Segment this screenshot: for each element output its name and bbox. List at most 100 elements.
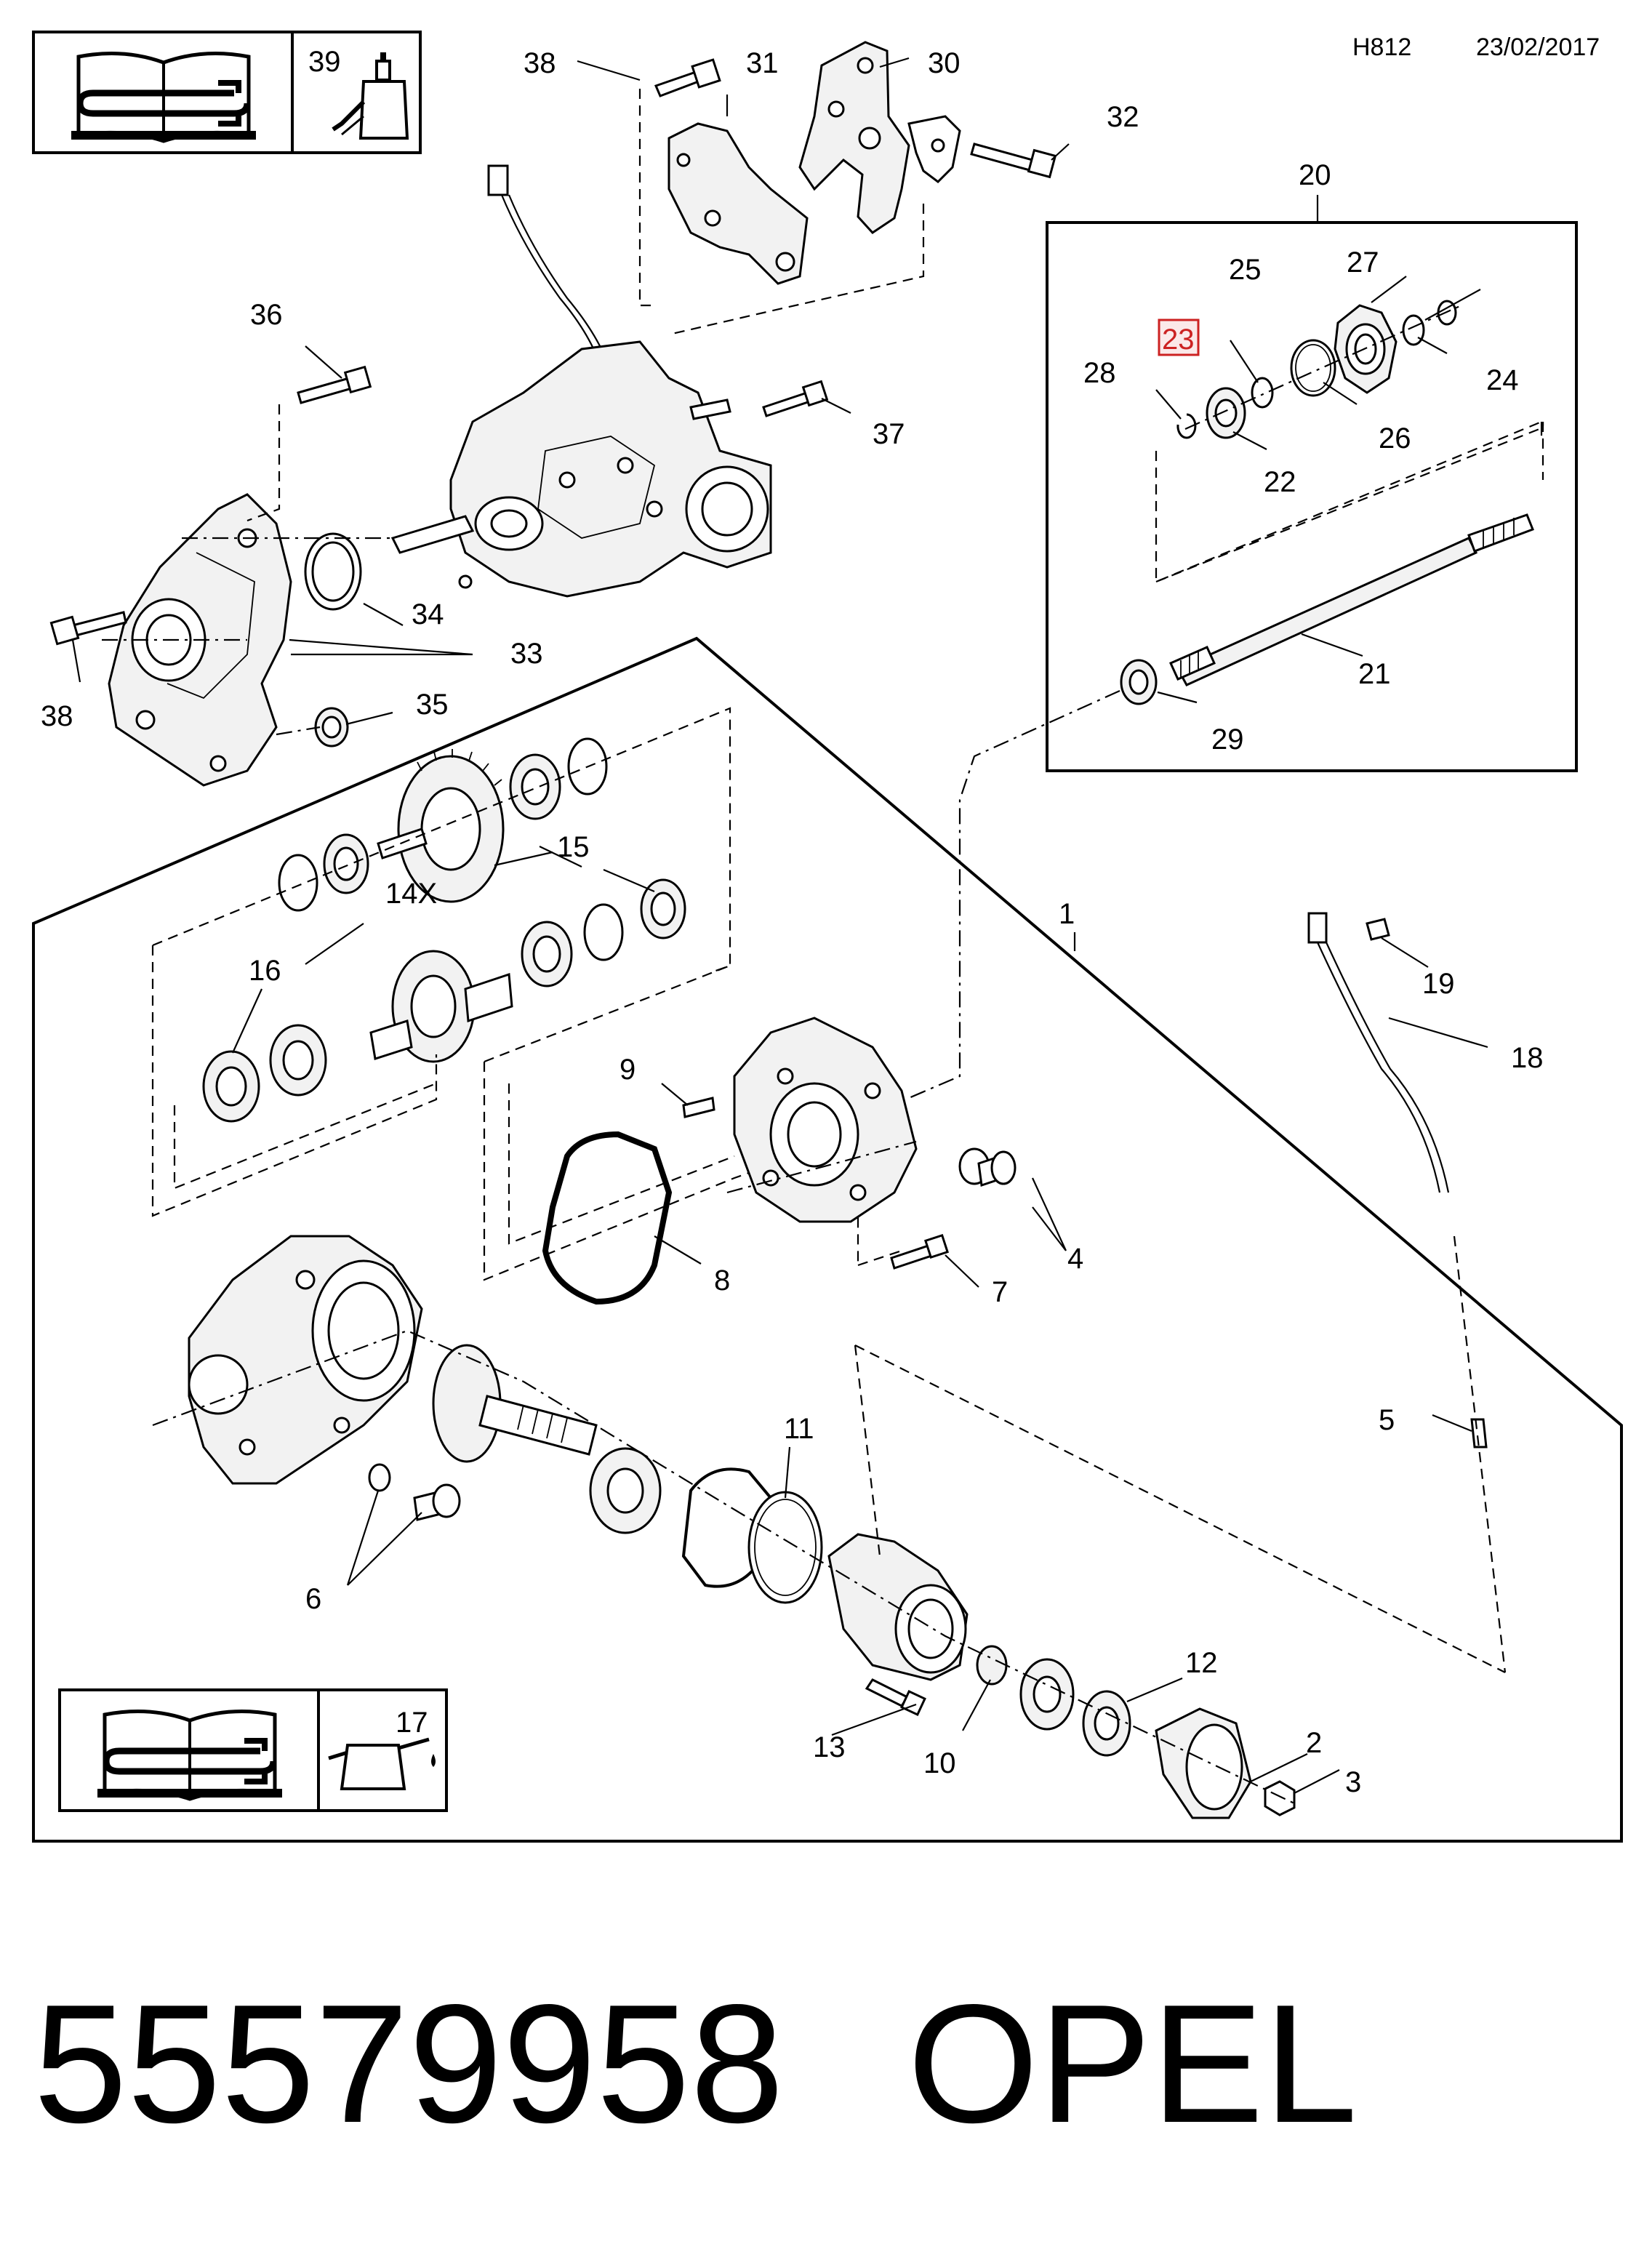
shaft-21: [1169, 513, 1534, 686]
callout-37: 37: [873, 418, 905, 450]
callout-7: 7: [992, 1276, 1008, 1308]
top-icon-box: 39: [32, 31, 422, 154]
shim-ring-upper-left: [278, 854, 318, 912]
plug-4: [958, 1147, 1017, 1187]
seal-29: [1120, 659, 1158, 705]
bracket-31: [667, 122, 809, 285]
callout-3: 3: [1345, 1766, 1361, 1798]
seal-ring-34: [304, 532, 362, 611]
bolt-7: [890, 1233, 950, 1270]
seal-15: [640, 878, 686, 939]
bolt-38-top: [654, 58, 721, 97]
connector-19: [1366, 918, 1390, 941]
callout-24: 24: [1486, 364, 1519, 396]
callout-28: 28: [1083, 357, 1116, 389]
seal-12: [1082, 1690, 1131, 1757]
bolt-32: [970, 143, 1057, 179]
callout-38-left: 38: [41, 700, 73, 732]
callout-11: 11: [784, 1413, 814, 1445]
bolt-38-left: [49, 611, 127, 646]
callout-32: 32: [1107, 101, 1139, 133]
callout-19: 19: [1422, 968, 1455, 1000]
callout-35: 35: [416, 689, 449, 721]
bolt-36: [297, 365, 372, 404]
callout-27: 27: [1347, 247, 1379, 279]
bolt-13: [865, 1678, 926, 1716]
shim-ring-15: [583, 903, 624, 961]
callout-14x: 14X: [385, 878, 437, 910]
bearing-16-b: [202, 1050, 260, 1123]
snap-ring-23: [1251, 377, 1274, 409]
callout-10: 10: [923, 1747, 956, 1779]
highlight-box-23: [1158, 318, 1200, 356]
callout-30: 30: [928, 47, 961, 79]
gasket-8: [542, 1131, 673, 1305]
bearing-left-upper: [323, 833, 369, 894]
callout-5: 5: [1379, 1404, 1395, 1436]
callout-4: 4: [1067, 1243, 1083, 1275]
callout-6: 6: [305, 1583, 321, 1615]
seal-22: [1206, 387, 1246, 439]
assembly-20-frame: [1046, 221, 1578, 772]
transfer-case-housing: [449, 340, 772, 598]
callout-26: 26: [1379, 422, 1411, 454]
callout-25: 25: [1229, 254, 1262, 286]
vent-hose-18: [1307, 912, 1450, 1193]
bracket-30: [798, 41, 910, 234]
diagram-code: H812: [1352, 33, 1411, 61]
callout-33: 33: [510, 638, 543, 670]
output-flange-2: [1155, 1707, 1252, 1819]
nut-3: [1264, 1780, 1296, 1816]
lower-differential-housing: [188, 1235, 423, 1485]
callout-36: 36: [250, 299, 283, 331]
callout-8: 8: [714, 1265, 730, 1297]
callout-34: 34: [412, 598, 444, 630]
o-ring-26: [1290, 339, 1336, 397]
assembly-1-frame: [32, 636, 1623, 1843]
callout-20: 20: [1299, 159, 1331, 191]
callout-2: 2: [1306, 1727, 1322, 1759]
callout-22: 22: [1264, 466, 1296, 498]
o-ring-11: [747, 1491, 823, 1604]
diagram-date: 23/02/2017: [1476, 33, 1600, 61]
side-gear-shaft: [432, 1344, 598, 1463]
bottom-icon-box: 17: [58, 1688, 448, 1812]
housing-shaft-stub: [390, 515, 475, 554]
callout-1: 1: [1059, 898, 1075, 930]
bearing-16-a: [269, 1024, 327, 1097]
callout-13: 13: [813, 1731, 846, 1763]
center-housing-cover: [733, 1017, 918, 1223]
bearing-right-upper: [509, 753, 561, 820]
extension-housing: [827, 1533, 969, 1681]
repair-manual-icon-bottom: [97, 1710, 282, 1801]
bushing-10: [976, 1645, 1008, 1686]
brand-name: OPEL: [907, 1970, 1358, 2158]
part-number: 55579958: [33, 1970, 784, 2158]
oil-can-icon: [328, 1737, 436, 1790]
bearing-lower: [589, 1447, 662, 1534]
callout-31: 31: [746, 47, 779, 79]
pin-9: [682, 1097, 715, 1118]
bottom-box-number: 17: [396, 1707, 428, 1739]
callout-15: 15: [557, 831, 590, 863]
snap-ring-28: [1176, 413, 1197, 439]
ring-gear: [377, 749, 505, 903]
repair-manual-icon: [71, 52, 256, 143]
fitting-5: [1470, 1418, 1488, 1448]
lubricant-bottle-icon: [332, 52, 409, 140]
bearing-12: [1019, 1658, 1075, 1731]
pinion-gear-shaft: [369, 950, 513, 1063]
callout-18: 18: [1511, 1042, 1544, 1074]
callout-29: 29: [1211, 724, 1244, 756]
top-box-number: 39: [308, 46, 341, 78]
bearing-15-a: [521, 921, 573, 987]
callout-23-highlighted: 23: [1162, 324, 1195, 356]
callout-16: 16: [249, 955, 281, 987]
drain-plug-6: [368, 1463, 461, 1521]
callout-9: 9: [620, 1054, 635, 1086]
ring-24: [1402, 314, 1425, 346]
stud-37: [762, 380, 829, 417]
callout-12: 12: [1185, 1647, 1218, 1679]
callout-38-top: 38: [524, 47, 556, 79]
